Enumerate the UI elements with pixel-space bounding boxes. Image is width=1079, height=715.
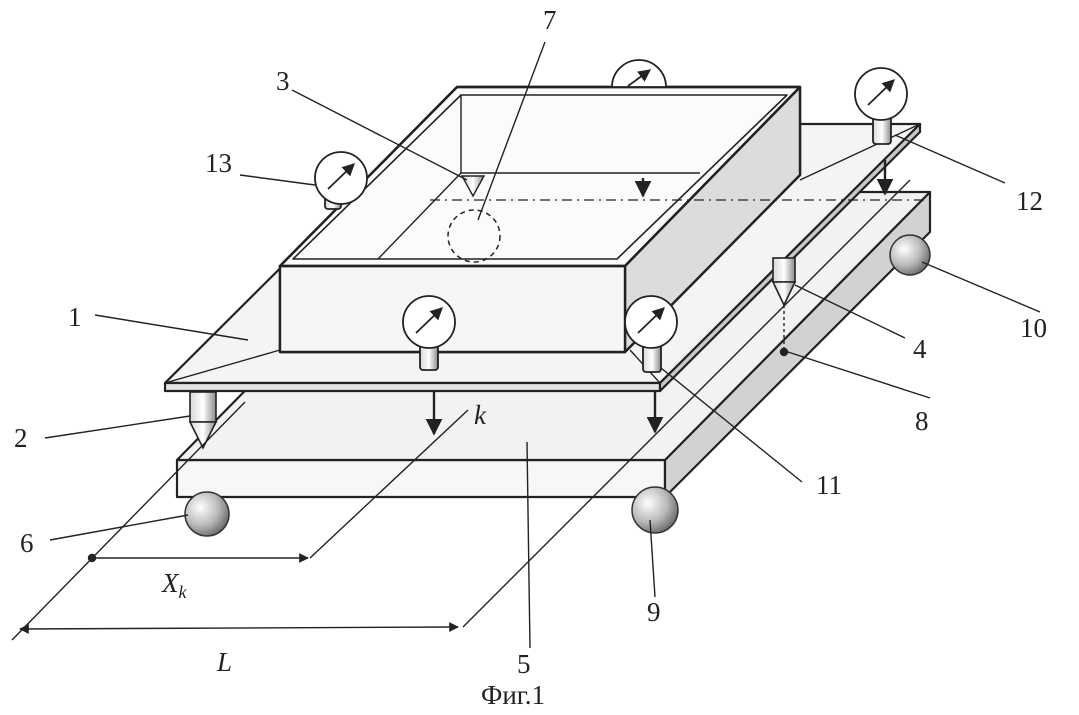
- label-xk-main: X: [161, 568, 180, 598]
- label-L: L: [216, 647, 232, 677]
- label-11: 11: [816, 470, 842, 500]
- label-9: 9: [647, 597, 661, 627]
- label-2: 2: [14, 423, 28, 453]
- label-13: 13: [205, 148, 232, 178]
- support-ball-9: [632, 487, 678, 533]
- label-k: k: [474, 400, 487, 430]
- label-6: 6: [20, 528, 34, 558]
- label-12: 12: [1016, 186, 1043, 216]
- label-xk: Xk: [161, 568, 188, 602]
- support-ball-6: [185, 492, 229, 536]
- label-4: 4: [913, 334, 927, 364]
- figure-caption: Фиг.1: [481, 680, 545, 710]
- label-5: 5: [517, 649, 531, 679]
- label-3: 3: [276, 66, 290, 96]
- label-xk-sub: k: [179, 582, 188, 602]
- label-10: 10: [1020, 313, 1047, 343]
- support-ball-10: [890, 235, 930, 275]
- label-8: 8: [915, 406, 929, 436]
- dial-indicator-back: [612, 60, 666, 87]
- label-1: 1: [68, 302, 82, 332]
- label-7: 7: [543, 5, 557, 35]
